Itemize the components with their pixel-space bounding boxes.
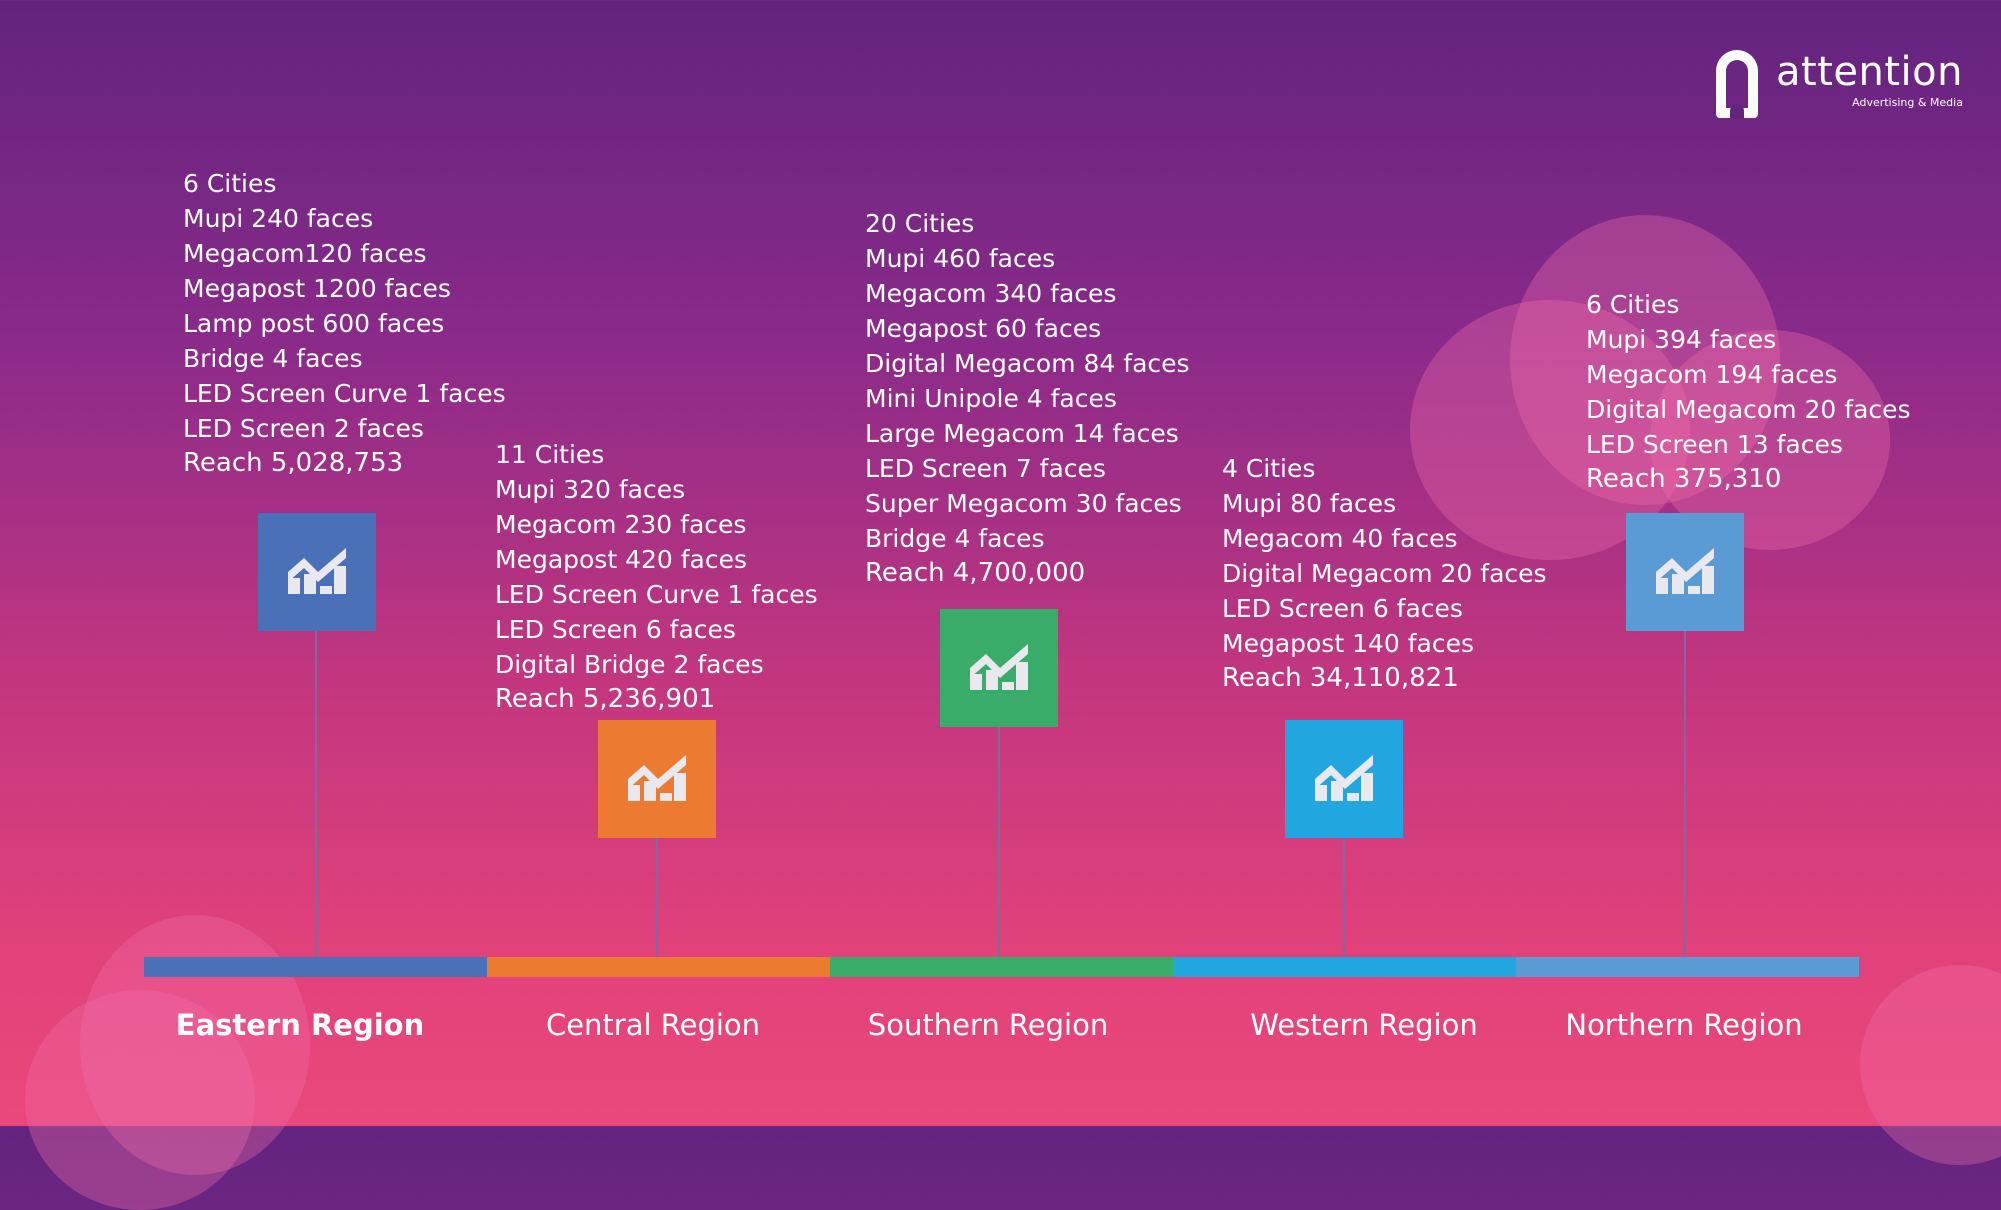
detail-line: LED Screen 7 faces [865,454,1106,483]
detail-line: 20 Cities [865,209,975,238]
detail-line: Lamp post 600 faces [183,309,445,338]
reach-value: Reach 34,110,821 [1222,663,1459,693]
connector-line [315,631,317,957]
detail-line: 4 Cities [1222,454,1316,483]
reach-value: Reach 5,236,901 [495,684,716,714]
logo-name: attention [1776,49,1963,95]
detail-line: Bridge 4 faces [865,524,1045,553]
chart-icon-box [1285,720,1403,838]
detail-line: 6 Cities [183,169,277,198]
detail-line: Bridge 4 faces [183,344,363,373]
detail-line: Megapost 1200 faces [183,274,451,303]
connector-line [1684,631,1686,957]
detail-line: LED Screen 6 faces [1222,594,1463,623]
detail-line: Megacom120 faces [183,239,427,268]
detail-line: Mupi 460 faces [865,244,1056,273]
connector-line [998,727,1000,957]
detail-line: Digital Megacom 84 faces [865,349,1190,378]
region-label: Western Region [1250,1008,1478,1042]
connector-line [1343,838,1345,957]
region-timeline-segment [1516,957,1859,977]
chart-icon-box [940,609,1058,727]
detail-line: Super Megacom 30 faces [865,489,1182,518]
connector-line [656,838,658,957]
region-timeline-segment [487,957,830,977]
reach-value: Reach 5,028,753 [183,448,404,478]
chart-growth-icon [286,546,348,598]
detail-line: 11 Cities [495,440,605,469]
background-cloud [1510,215,1780,505]
background-cloud [80,915,310,1175]
detail-line: Megacom 40 faces [1222,524,1458,553]
chart-icon-box [258,513,376,631]
logo-mark-icon [1716,50,1758,118]
detail-line: LED Screen 2 faces [183,414,424,443]
detail-line: Mupi 80 faces [1222,489,1397,518]
detail-line: Large Megacom 14 faces [865,419,1179,448]
region-label: Southern Region [867,1008,1109,1042]
detail-line: Digital Megacom 20 faces [1586,395,1911,424]
detail-line: Mupi 394 faces [1586,325,1777,354]
chart-growth-icon [1654,546,1716,598]
background-cloud [1860,965,2001,1165]
detail-line: LED Screen Curve 1 faces [495,580,818,609]
detail-line: Mini Unipole 4 faces [865,384,1117,413]
detail-line: Mupi 320 faces [495,475,686,504]
reach-value: Reach 375,310 [1586,464,1782,494]
detail-line: Megapost 140 faces [1222,629,1475,658]
region-label: Northern Region [1565,1008,1803,1042]
chart-growth-icon [626,753,688,805]
chart-growth-icon [968,642,1030,694]
region-timeline-segment [830,957,1173,977]
attention-logo: attention Advertising & Media [1716,50,1963,118]
detail-line: Digital Bridge 2 faces [495,650,764,679]
detail-line: LED Screen Curve 1 faces [183,379,506,408]
detail-line: Digital Megacom 20 faces [1222,559,1547,588]
detail-line: Megacom 194 faces [1586,360,1838,389]
detail-line: Megapost 420 faces [495,545,748,574]
region-label: Central Region [545,1008,761,1042]
chart-growth-icon [1313,753,1375,805]
detail-line: Megacom 340 faces [865,279,1117,308]
detail-line: Mupi 240 faces [183,204,374,233]
detail-line: Megapost 60 faces [865,314,1102,343]
region-label: Eastern Region [175,1008,425,1042]
reach-value: Reach 4,700,000 [865,558,1086,588]
chart-icon-box [1626,513,1744,631]
region-timeline-segment [1173,957,1516,977]
detail-line: 6 Cities [1586,290,1680,319]
logo-tagline: Advertising & Media [1852,96,1963,109]
chart-icon-box [598,720,716,838]
region-timeline-segment [144,957,487,977]
detail-line: LED Screen 6 faces [495,615,736,644]
detail-line: Megacom 230 faces [495,510,747,539]
detail-line: LED Screen 13 faces [1586,430,1843,459]
